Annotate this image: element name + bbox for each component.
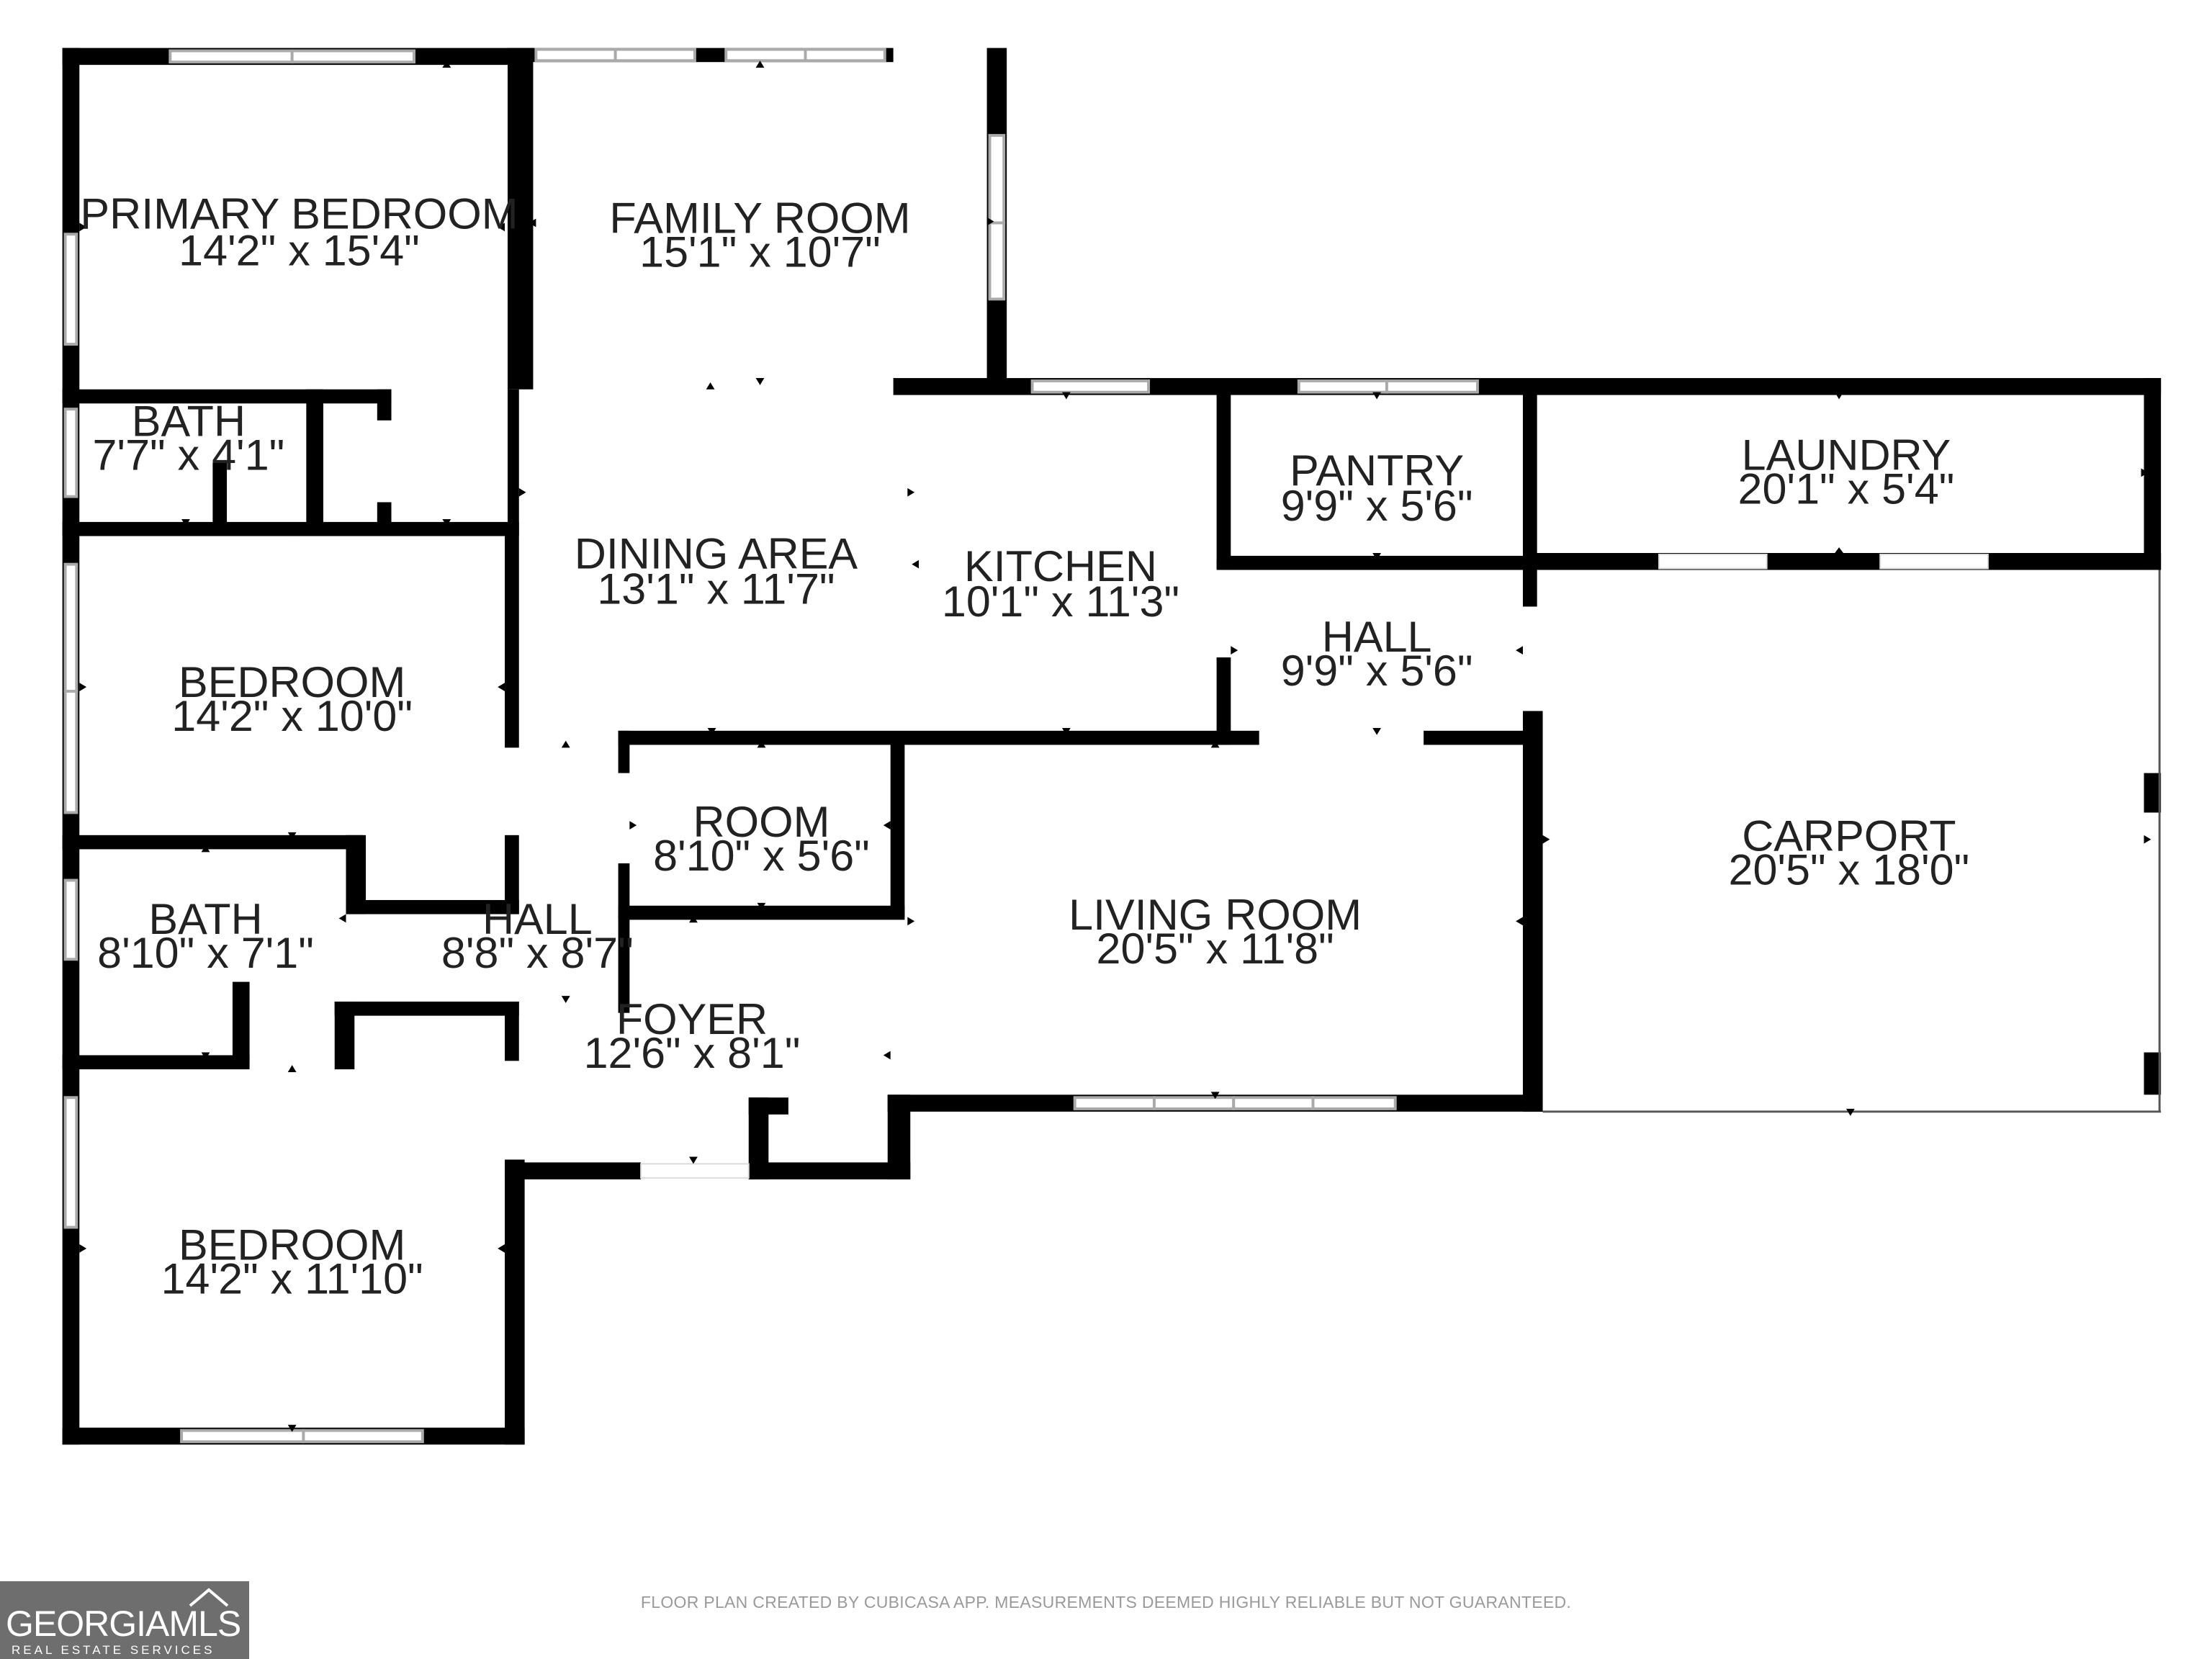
- dimension-ticks: [79, 60, 2152, 1432]
- doorways: [640, 553, 1989, 1179]
- room-size-room: 8'10" x 5'6": [653, 831, 870, 880]
- room-label-hall-kitchen: HALL: [1322, 612, 1432, 661]
- room-size-primary-bedroom: 14'2" x 15'4": [179, 225, 420, 274]
- room-size-living-room: 20'5" x 11'8": [1097, 924, 1334, 973]
- room-label-carport: CARPORT: [1742, 811, 1956, 860]
- room-labels: PRIMARY BEDROOM 14'2" x 15'4" FAMILY ROO…: [80, 189, 1969, 1303]
- room-label-dining-area: DINING AREA: [575, 529, 858, 578]
- disclaimer-note: FLOOR PLAN CREATED BY CUBICASA APP. MEAS…: [640, 1593, 1572, 1611]
- room-size-kitchen: 10'1" x 11'3": [942, 577, 1179, 626]
- room-size-carport: 20'5" x 18'0": [1729, 845, 1970, 894]
- room-size-bath-1: 7'7" x 4'1": [92, 431, 284, 480]
- room-size-hall-main: 8'8" x 8'7": [441, 928, 634, 977]
- georgia-mls-logo: GEORGIAMLS REAL ESTATE SERVICES: [0, 1581, 249, 1659]
- room-size-family-room: 15'1" x 10'7": [639, 227, 881, 276]
- room-label-bath-1: BATH: [132, 397, 246, 446]
- room-label-bath-2: BATH: [148, 894, 262, 943]
- room-label-laundry: LAUNDRY: [1742, 431, 1951, 480]
- room-size-foyer: 12'6" x 8'1": [584, 1028, 801, 1077]
- room-size-hall-kitchen: 9'9" x 5'6": [1281, 646, 1473, 695]
- room-label-bedroom-2: BEDROOM: [179, 1220, 405, 1269]
- room-size-pantry: 9'9" x 5'6": [1281, 481, 1473, 530]
- room-size-bedroom-1: 14'2" x 10'0": [171, 691, 413, 740]
- room-size-laundry: 20'1" x 5'4": [1738, 464, 1955, 513]
- room-label-room: ROOM: [693, 797, 830, 846]
- room-label-foyer: FOYER: [616, 994, 768, 1043]
- room-label-primary-bedroom: PRIMARY BEDROOM: [80, 189, 518, 238]
- logo-tagline: REAL ESTATE SERVICES: [12, 1643, 215, 1657]
- room-label-hall-main: HALL: [482, 894, 593, 943]
- room-label-living-room: LIVING ROOM: [1069, 890, 1362, 939]
- room-label-kitchen: KITCHEN: [964, 541, 1157, 590]
- room-label-pantry: PANTRY: [1290, 446, 1464, 495]
- room-label-bedroom-1: BEDROOM: [179, 657, 405, 706]
- room-size-bedroom-2: 14'2" x 11'10": [161, 1254, 423, 1303]
- logo-brand-text: GEORGIAMLS: [6, 1604, 241, 1644]
- roof-icon: [189, 1588, 229, 1607]
- room-size-bath-2: 8'10" x 7'1": [97, 928, 314, 977]
- room-size-dining-area: 13'1" x 11'7": [597, 565, 835, 613]
- room-label-family-room: FAMILY ROOM: [609, 193, 910, 242]
- windows: [63, 48, 1479, 1444]
